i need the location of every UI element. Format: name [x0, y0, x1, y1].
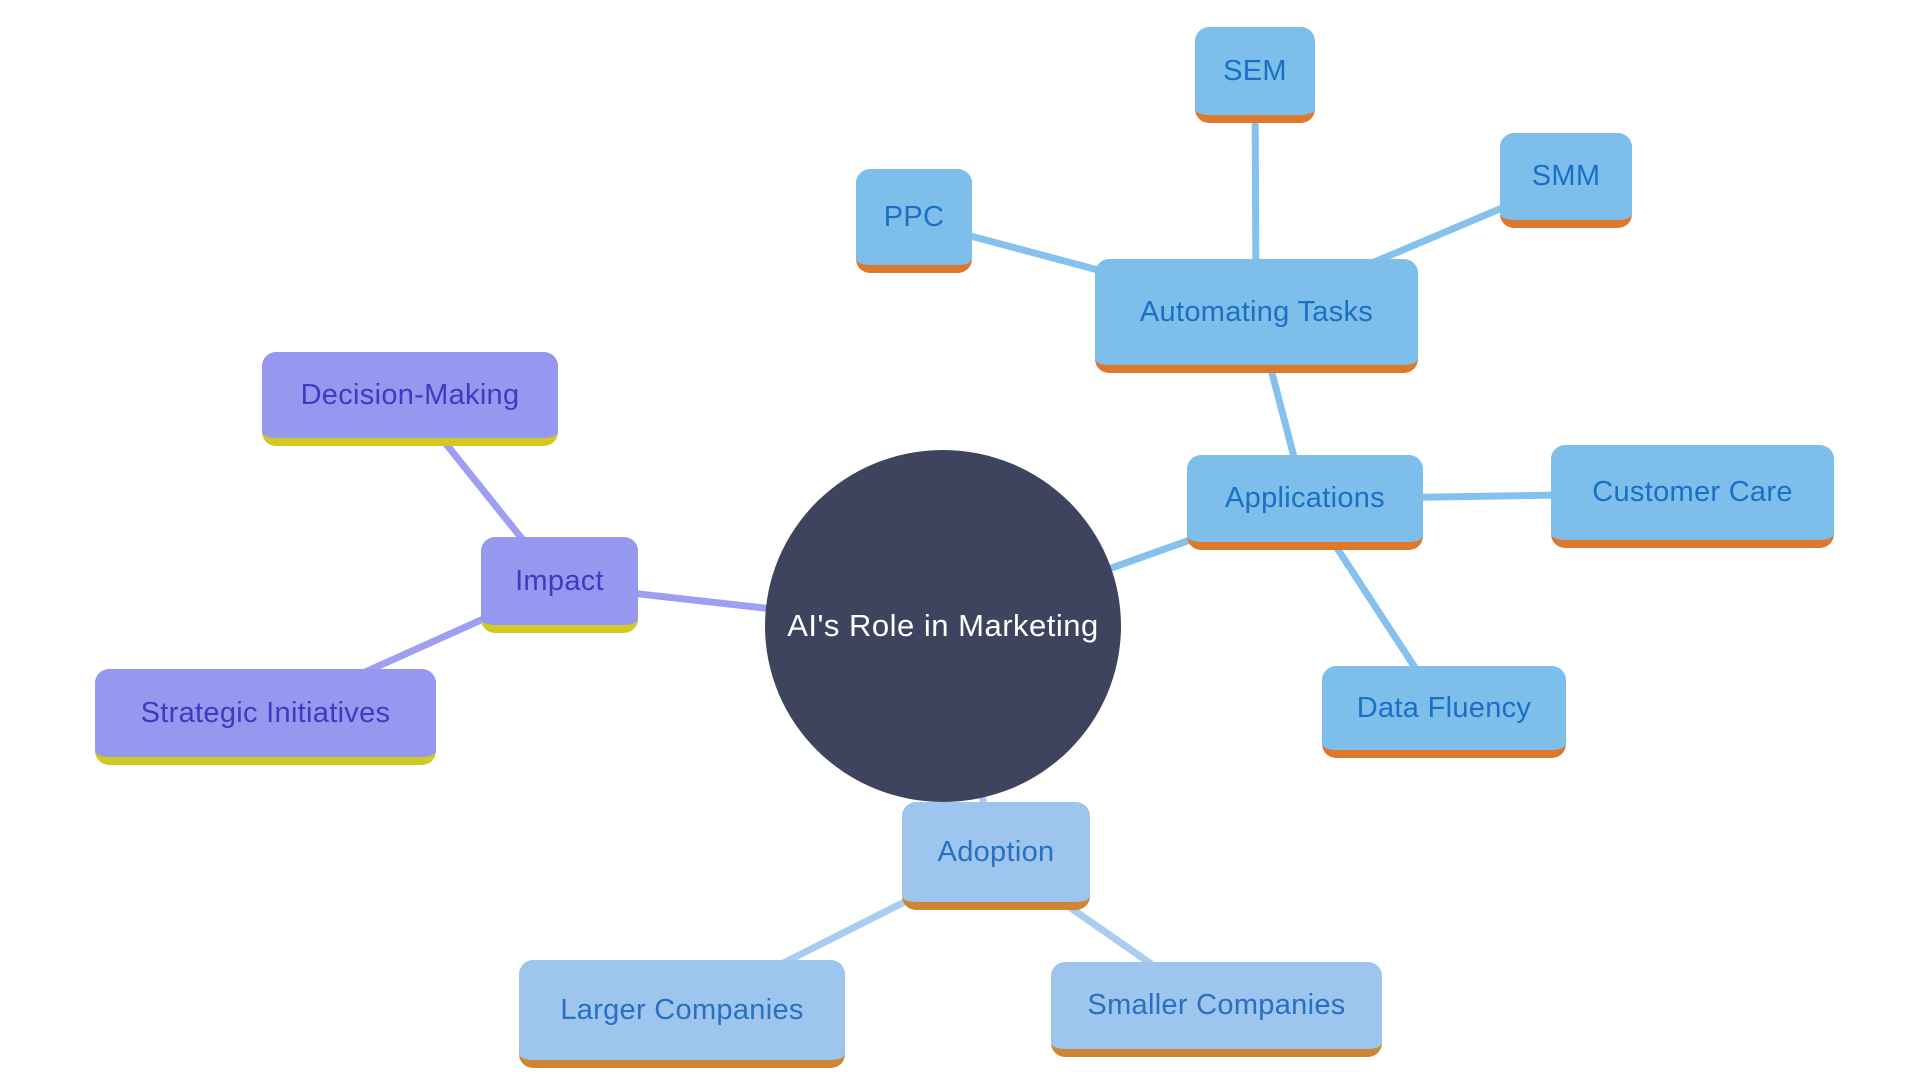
- node-automating-tasks[interactable]: Automating Tasks: [1095, 259, 1418, 373]
- node-smaller-companies[interactable]: Smaller Companies: [1051, 962, 1382, 1057]
- node-decision-making[interactable]: Decision-Making: [262, 352, 558, 446]
- node-label: Automating Tasks: [1139, 295, 1374, 328]
- node-smm[interactable]: SMM: [1500, 133, 1632, 228]
- center-node[interactable]: AI's Role in Marketing: [765, 450, 1121, 802]
- node-adoption[interactable]: Adoption: [902, 802, 1090, 910]
- node-impact[interactable]: Impact: [481, 537, 638, 633]
- node-label: SEM: [1223, 54, 1287, 87]
- node-label: Impact: [515, 564, 604, 597]
- node-label: Data Fluency: [1356, 691, 1532, 724]
- node-label: Decision-Making: [300, 378, 520, 411]
- node-data-fluency[interactable]: Data Fluency: [1322, 666, 1566, 758]
- node-label: SMM: [1531, 160, 1601, 192]
- node-label: Adoption: [937, 835, 1055, 868]
- node-label: PPC: [883, 200, 945, 233]
- node-strategic-initiatives[interactable]: Strategic Initiatives: [95, 669, 436, 765]
- node-applications[interactable]: Applications: [1187, 455, 1423, 550]
- center-node-label: AI's Role in Marketing: [787, 608, 1099, 643]
- node-label: Smaller Companies: [1087, 989, 1346, 1021]
- node-customer-care[interactable]: Customer Care: [1551, 445, 1834, 548]
- node-ppc[interactable]: PPC: [856, 169, 972, 273]
- node-label: Larger Companies: [560, 993, 804, 1026]
- node-label: Customer Care: [1592, 476, 1793, 508]
- node-larger-companies[interactable]: Larger Companies: [519, 960, 845, 1068]
- node-label: Applications: [1225, 482, 1385, 514]
- node-sem[interactable]: SEM: [1195, 27, 1315, 123]
- node-label: Strategic Initiatives: [140, 696, 391, 729]
